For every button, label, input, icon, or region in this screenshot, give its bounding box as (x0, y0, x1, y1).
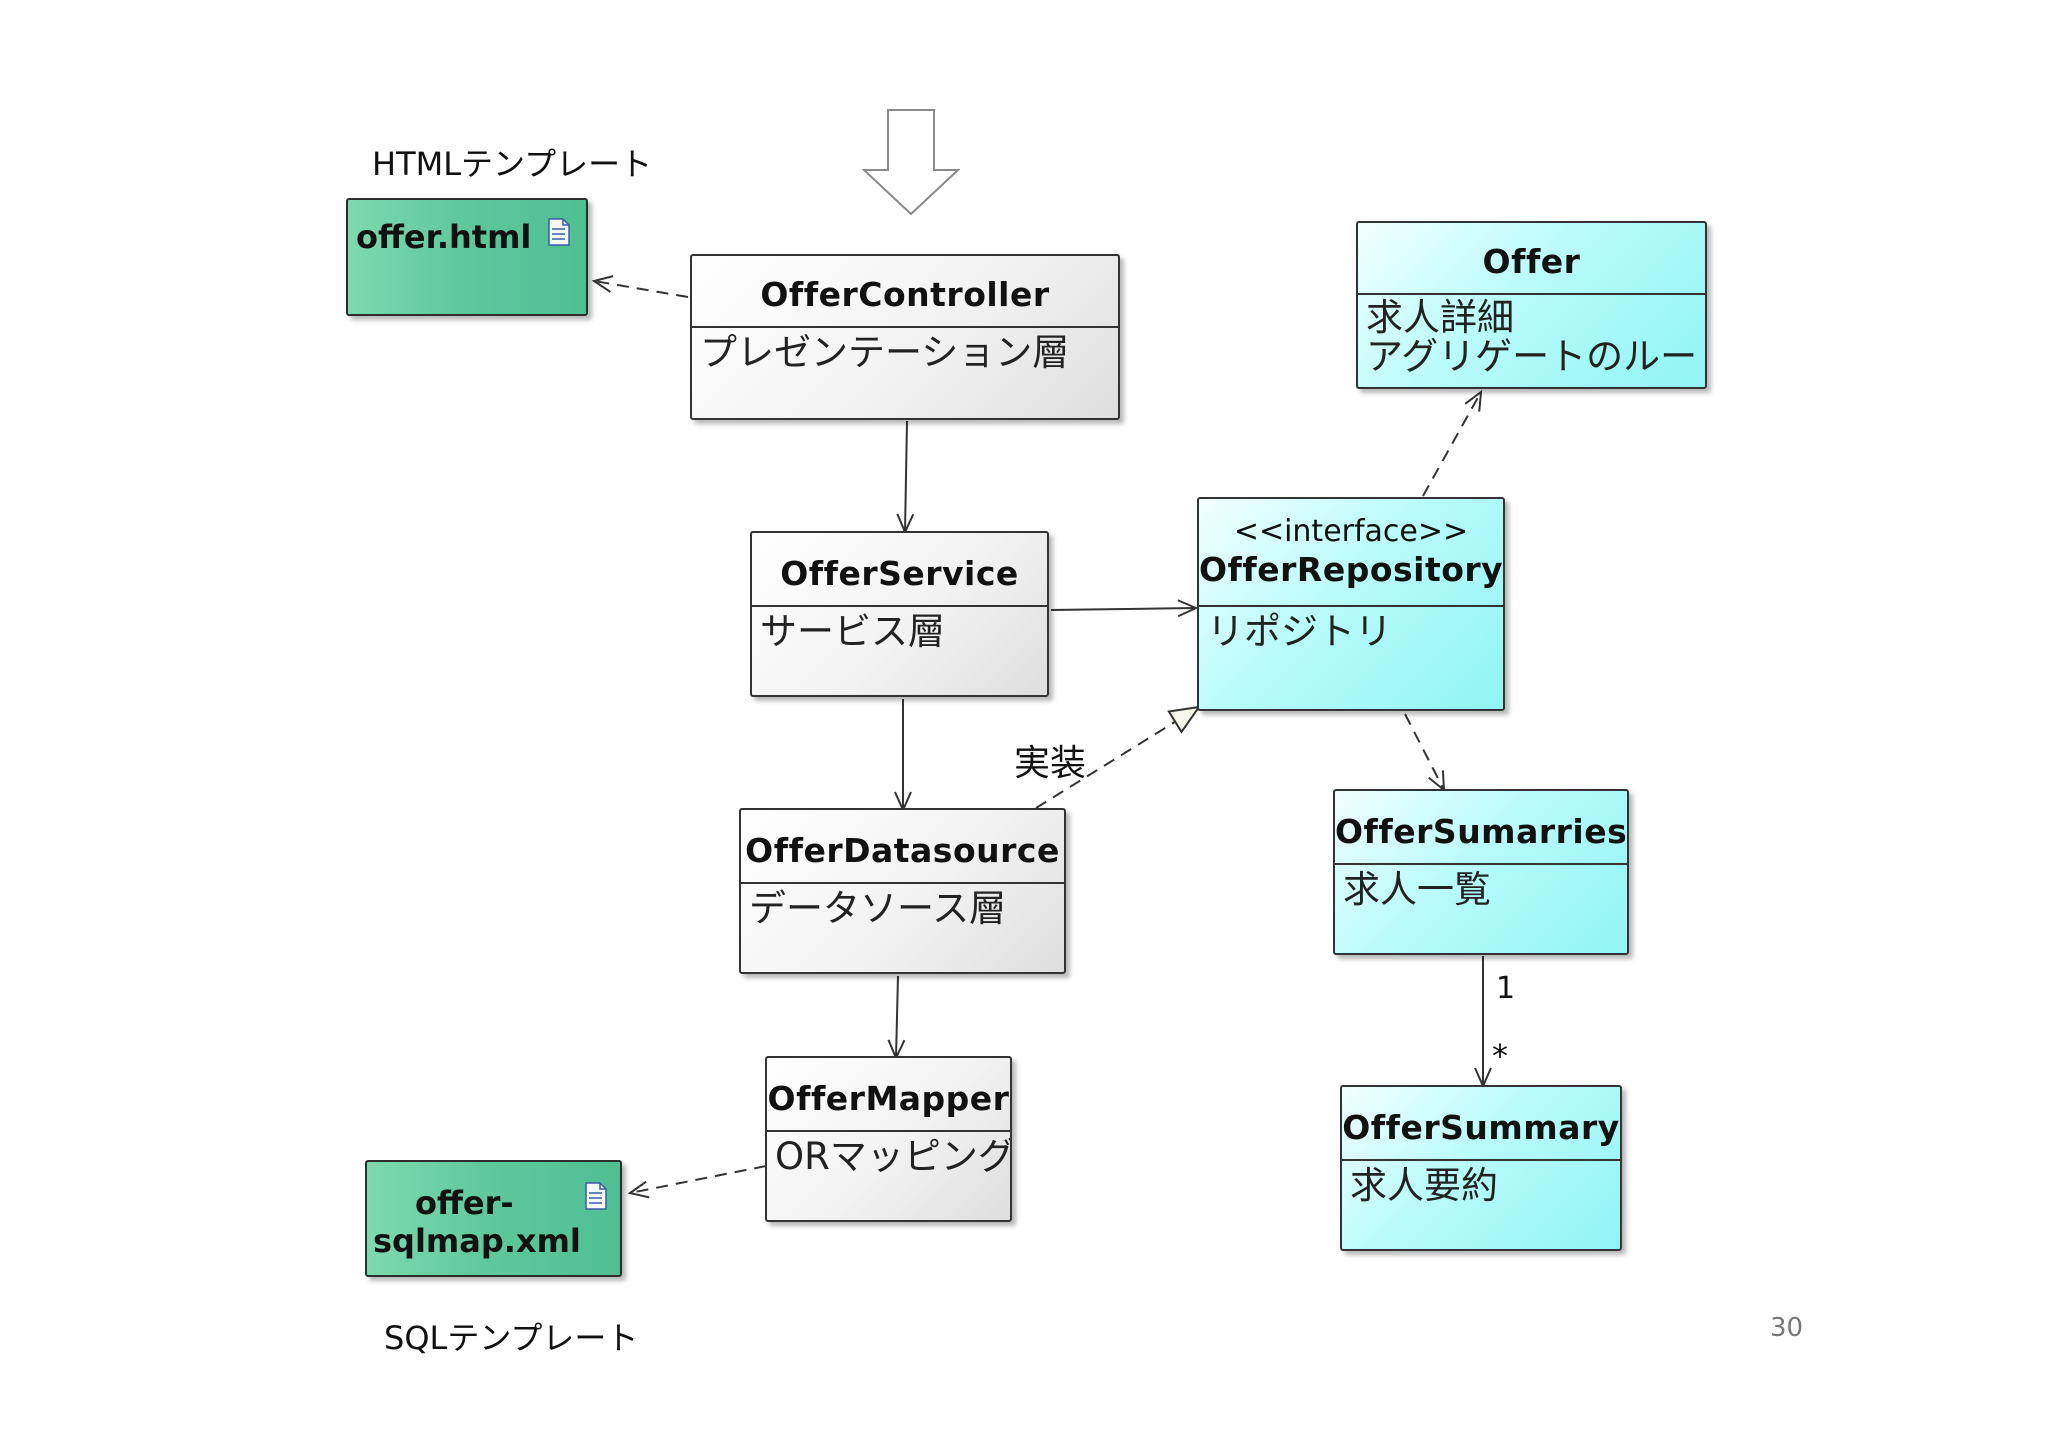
class-offer-controller-desc: プレゼンテーション層 (700, 331, 1070, 374)
class-offer-controller[interactable]: OfferController プレゼンテーション層 (690, 254, 1120, 420)
class-offer-service[interactable]: OfferService サービス層 (750, 531, 1049, 697)
edge-mapper-to-sqlmap (627, 1165, 767, 1199)
class-offer-summary-name: OfferSummary (1342, 1108, 1620, 1147)
document-icon (585, 1182, 607, 1210)
entry-arrow (861, 109, 961, 216)
class-offer-datasource[interactable]: OfferDatasource データソース層 (739, 808, 1066, 974)
class-offer-service-desc: サービス層 (760, 610, 945, 653)
sql-template-label: SQLテンプレート (384, 1319, 639, 1357)
artifact-offer-sqlmap-name-line2: sqlmap.xml (373, 1222, 581, 1260)
class-offer-summary-desc: 求人要約 (1350, 1164, 1498, 1207)
class-offer-repository-desc: リポジトリ (1207, 610, 1392, 653)
class-offer-repository[interactable]: <<interface>> OfferRepository リポジトリ (1197, 497, 1505, 711)
edge-repository-to-sumarries (1404, 713, 1446, 793)
class-offer-datasource-name: OfferDatasource (745, 831, 1060, 870)
class-offer-datasource-desc: データソース層 (749, 887, 1007, 930)
implements-label: 実装 (1014, 743, 1087, 784)
class-offer-sumarries-desc: 求人一覧 (1343, 868, 1491, 911)
html-template-label: HTMLテンプレート (372, 145, 653, 183)
class-offer-mapper-name: OfferMapper (767, 1079, 1010, 1118)
artifact-offer-sqlmap[interactable]: offer- sqlmap.xml (365, 1160, 622, 1277)
edge-service-to-repository (1050, 599, 1199, 618)
edge-controller-to-service (896, 420, 915, 535)
edge-datasource-to-mapper (887, 975, 906, 1061)
class-offer-summary[interactable]: OfferSummary 求人要約 (1340, 1085, 1622, 1251)
artifact-offer-html[interactable]: offer.html (346, 198, 588, 316)
page-number: 30 (1770, 1313, 1804, 1343)
class-offer-repository-name: OfferRepository (1199, 550, 1504, 589)
edge-controller-to-html (591, 275, 689, 298)
class-offer-mapper[interactable]: OfferMapper ORマッピング (765, 1056, 1012, 1222)
document-icon (548, 218, 570, 246)
class-offer-sumarries-name: OfferSumarries (1335, 812, 1628, 851)
class-offer-desc-line1: 求人詳細 (1366, 296, 1514, 339)
artifact-offer-html-name: offer.html (356, 218, 532, 256)
class-offer[interactable]: Offer 求人詳細 アグリゲートのルート (1356, 221, 1707, 389)
artifact-offer-sqlmap-name-line1: offer- (415, 1184, 514, 1222)
multiplicity-one-label: 1 (1496, 971, 1516, 1006)
edge-datasource-implements-repository (1035, 705, 1202, 809)
class-offer-desc-line2: アグリゲートのルート (1366, 334, 1707, 378)
multiplicity-many-label: * (1492, 1037, 1508, 1075)
class-offer-controller-name: OfferController (760, 275, 1050, 314)
class-offer-repository-stereotype: <<interface>> (1233, 514, 1469, 549)
class-offer-service-name: OfferService (780, 554, 1019, 593)
class-offer-sumarries[interactable]: OfferSumarries 求人一覧 (1333, 789, 1629, 955)
class-offer-name: Offer (1482, 242, 1581, 281)
class-offer-mapper-desc: ORマッピング (775, 1135, 1012, 1178)
edge-repository-to-offer (1422, 389, 1483, 497)
